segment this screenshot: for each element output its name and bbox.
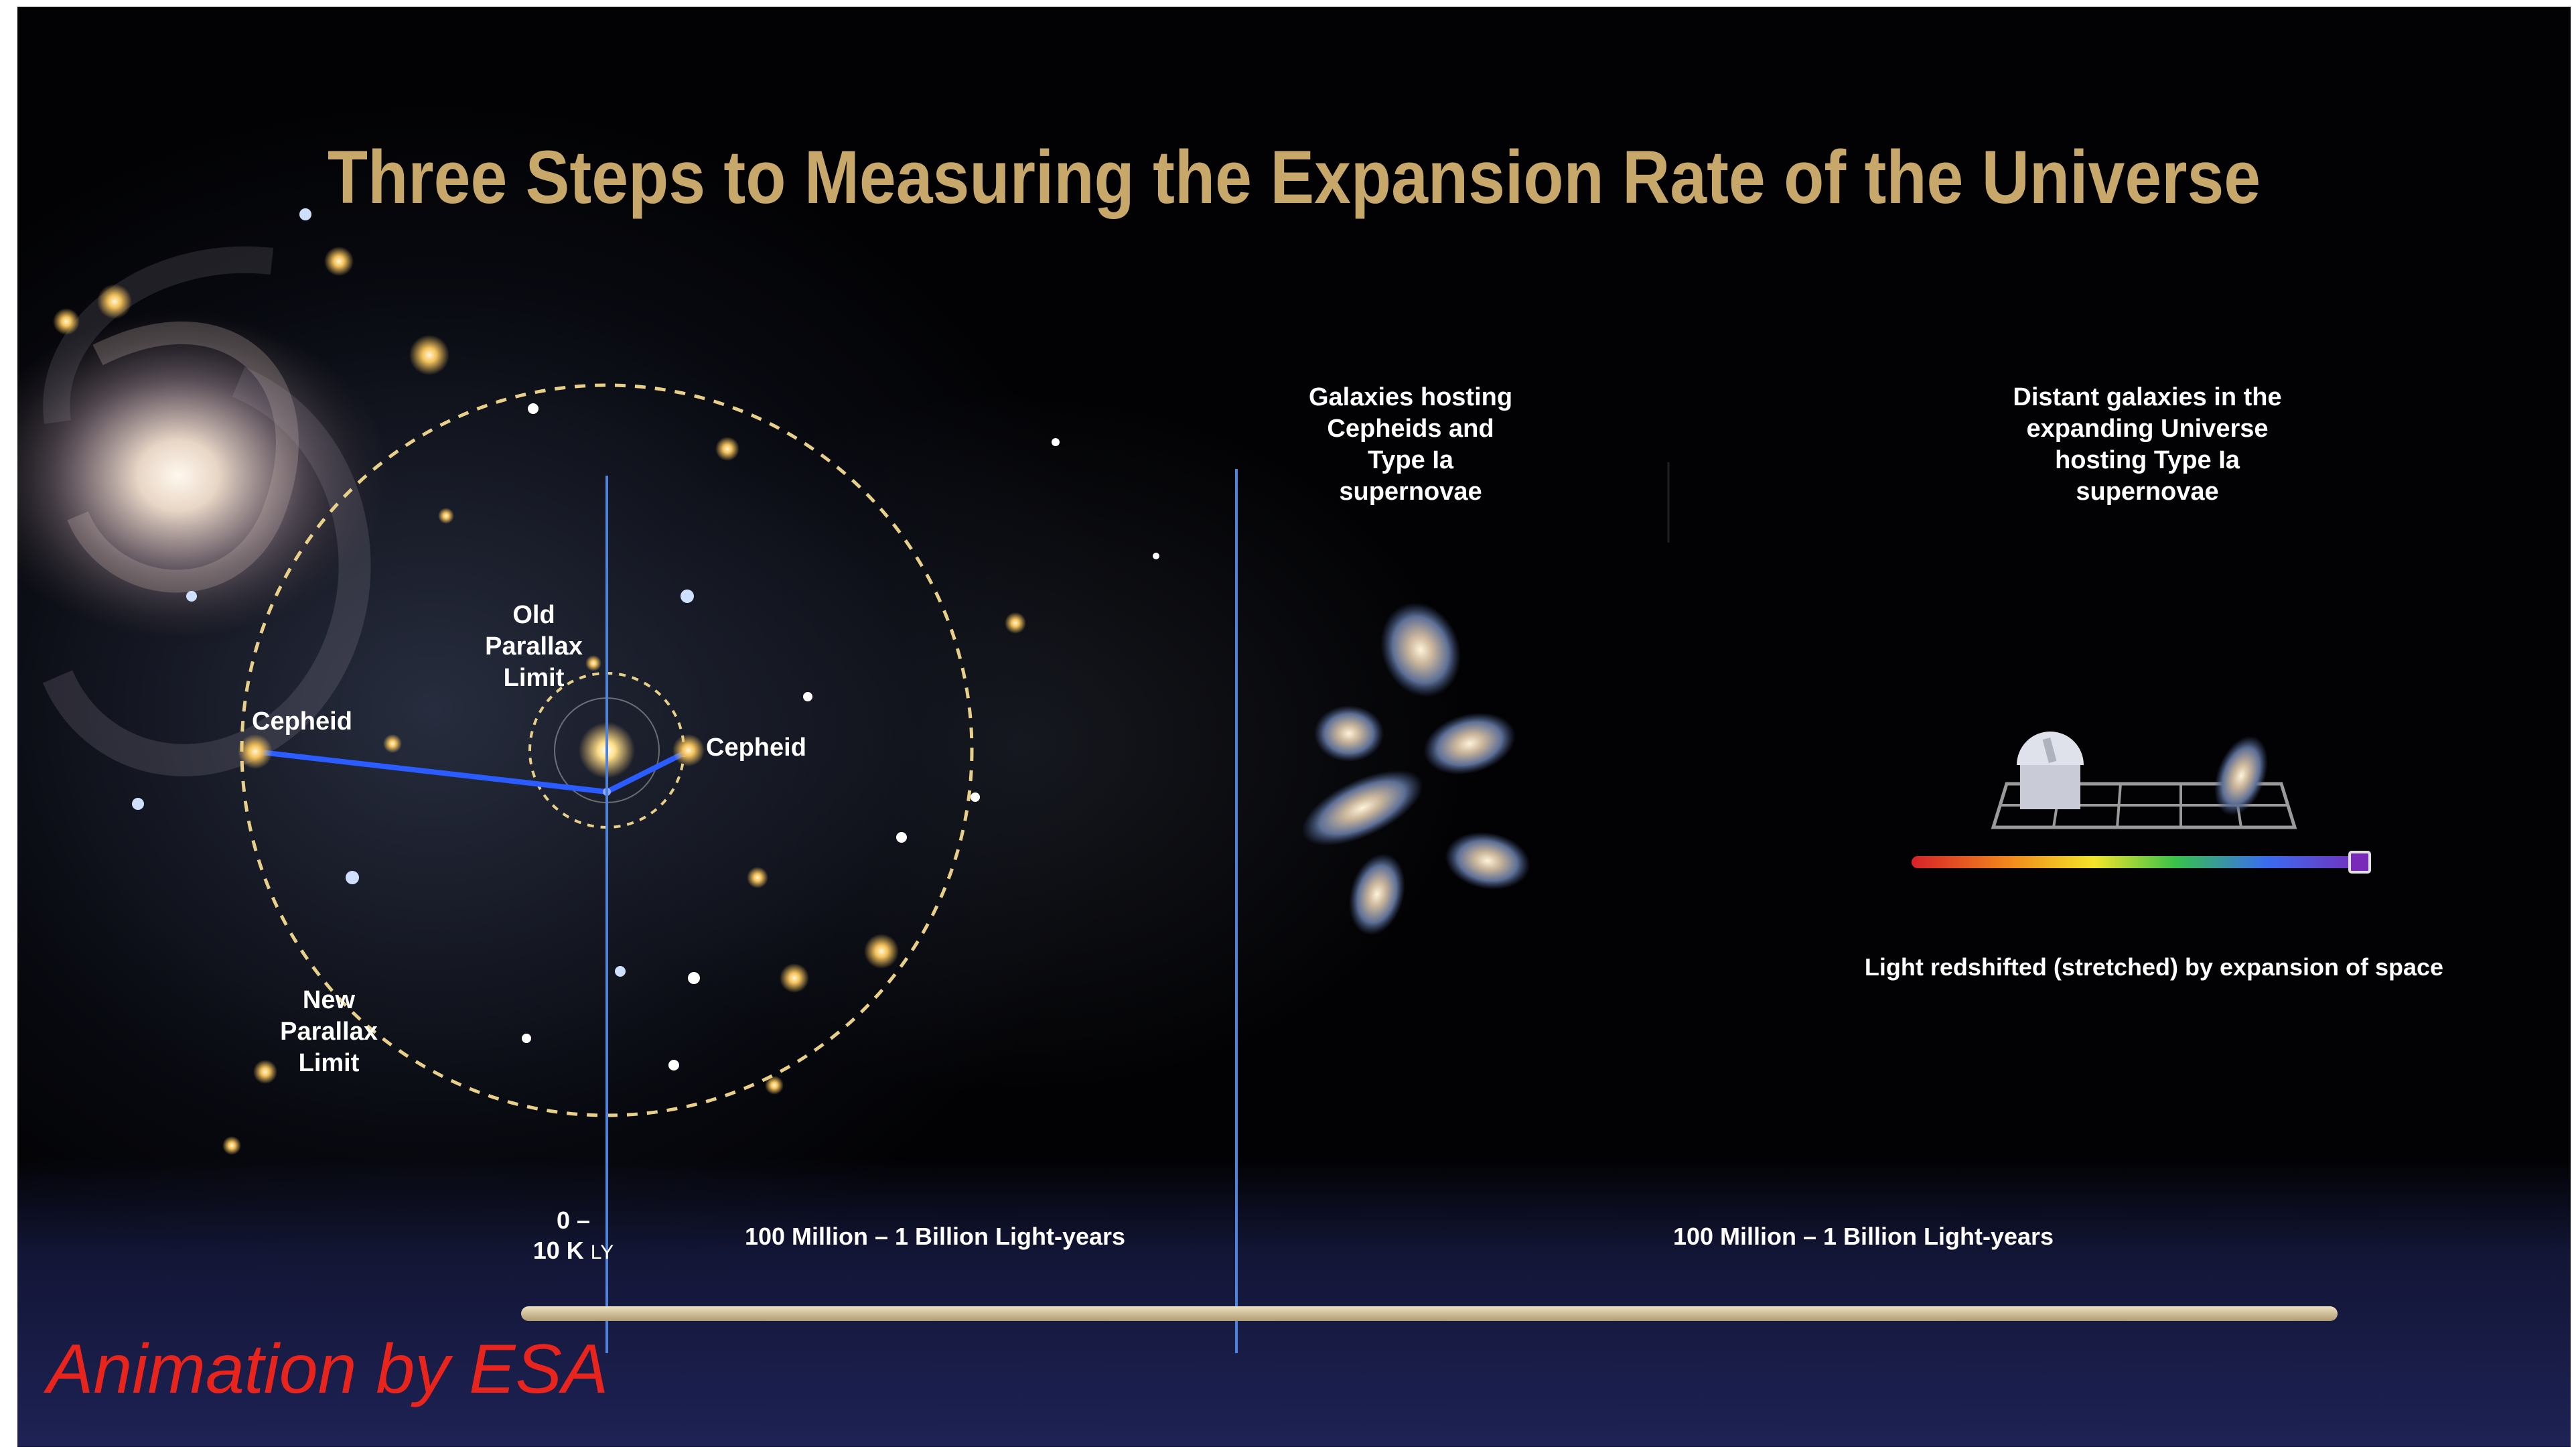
- distance-label-step3: 100 Million – 1 Billion Light-years: [1672, 1223, 2054, 1250]
- distance-value: 10 K: [532, 1236, 584, 1264]
- parallax-line-right: [605, 749, 689, 794]
- telescope-grid-icon: [1991, 732, 2297, 829]
- galaxy-cluster-icon: [1301, 602, 1530, 935]
- redshift-spectrum-bar: [1912, 856, 2367, 868]
- step2-heading: Galaxies hosting Cepheids and Type Ia su…: [1308, 383, 1513, 506]
- new-parallax-limit-label: New Parallax Limit: [280, 986, 378, 1078]
- step3-heading: Distant galaxies in the expanding Univer…: [2013, 383, 2282, 506]
- star-field: [53, 208, 1159, 1155]
- cepheid-right-label: Cepheid: [706, 734, 806, 762]
- spectrum-slider-handle: [2348, 851, 2371, 874]
- distance-scale-bar: [521, 1306, 2338, 1321]
- infographic-frame: Three Steps to Measuring the Expansion R…: [17, 7, 2571, 1447]
- old-parallax-limit-label: Old Parallax Limit: [485, 601, 583, 693]
- redshift-caption: Light redshifted (stretched) by expansio…: [1864, 953, 2444, 981]
- distance-label-step1: 0 – 10 K LY: [500, 1206, 647, 1265]
- distance-label-step1-line1: 0 –: [556, 1206, 591, 1234]
- distance-unit: LY: [590, 1241, 614, 1263]
- space-background: [17, 7, 2571, 1447]
- page-title: Three Steps to Measuring the Expansion R…: [327, 135, 2261, 219]
- spiral-galaxy-background: [17, 246, 379, 776]
- cepheid-left-label: Cepheid: [252, 707, 352, 736]
- parallax-line-left: [255, 749, 607, 794]
- diagram-graphics: [17, 208, 2371, 1353]
- distance-label-step2: 100 Million – 1 Billion Light-years: [744, 1223, 1126, 1250]
- distant-galaxy-icon: [2214, 736, 2268, 816]
- credit-text: Animation by ESA: [47, 1330, 609, 1408]
- cepheid-left-icon: [238, 734, 273, 769]
- cepheid-right-icon: [672, 734, 705, 766]
- distance-label-step1-line2: 10 K LY: [500, 1236, 647, 1266]
